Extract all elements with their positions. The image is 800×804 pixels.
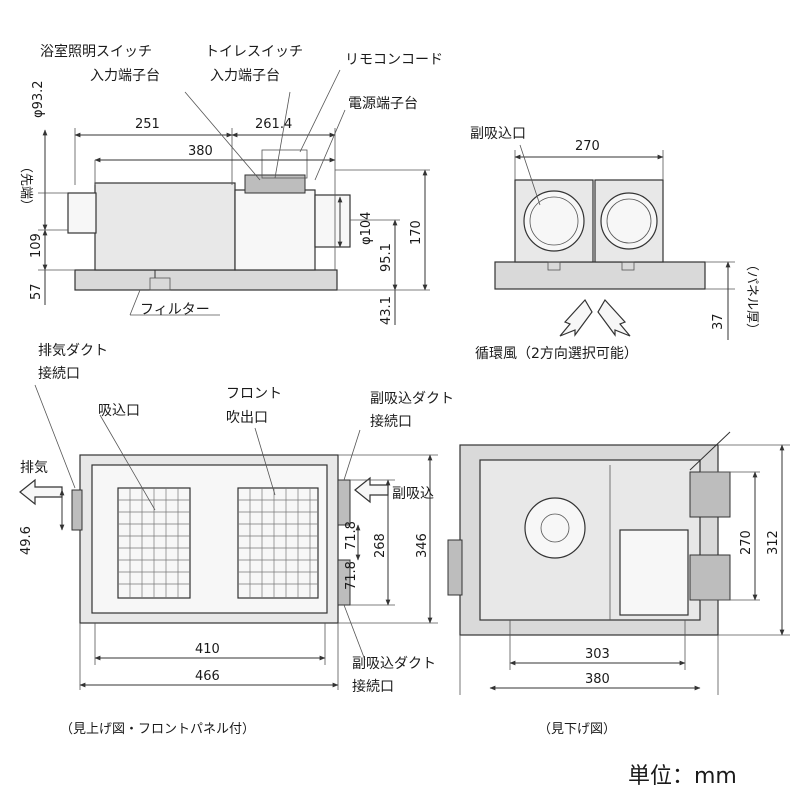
sub-intake-duct2-label-2: 接続口 [352,678,394,695]
dim-57: 57 [29,283,44,300]
exhaust-duct-label-2: 接続口 [38,365,80,382]
bath-switch-label-1: 浴室照明スイッチ [40,43,152,60]
circulation-right-arrow-icon [597,298,631,337]
dim-270-right: 270 [739,530,754,555]
dim-93-2: φ93.2 [31,80,46,118]
dim-170: 170 [409,220,424,245]
td-duct-lower [689,554,731,601]
power-terminal-label: 電源端子台 [348,96,418,112]
exhaust-label: 排気 [20,460,48,476]
dim-49-6: 49.6 [19,526,34,555]
bu-sub-port-upper [337,479,351,526]
remote-cord-label: リモコンコード [345,52,443,68]
dim-109: 109 [29,233,44,258]
dim-380-top: 380 [188,144,213,159]
side-terminal-cover [261,149,308,179]
front-view: 副吸込口 270 37 （パネル厚） 循環風（2方向選択可能） [470,126,759,362]
dim-410: 410 [195,642,220,657]
bu-exhaust-port [71,489,83,531]
dim-71-8-a: 71.8 [344,521,359,550]
toilet-switch-label-2: 入力端子台 [210,68,280,84]
dim-95-1: 95.1 [379,243,394,272]
side-panel [74,269,338,291]
bath-switch-label-2: 入力端子台 [90,68,160,84]
bu-intake-grille [117,487,191,599]
caption-top-down: （見下げ図） [538,722,616,737]
exhaust-duct-label-1: 排気ダクト [38,343,108,359]
td-motor-box [619,529,689,616]
filter-label: フィルター [140,302,210,318]
top-down-view: 270 312 303 380 （見下げ図） [447,431,790,737]
dim-71-8-b: 71.8 [344,561,359,590]
bottom-up-view: 排気ダクト 接続口 排気 吸込口 フロント 吹出口 副吸込ダクト 接続口 副吸込… [19,343,454,737]
dim-104: φ104 [359,212,374,245]
toilet-switch-label-1: トイレスイッチ [205,44,303,60]
sub-intake-label: 副吸込口 [470,126,526,142]
unit-label: 単位：mm [628,764,737,789]
dim-261-4: 261.4 [255,117,292,132]
sub-intake-arrow-icon [354,476,389,504]
circulation-left-arrow-icon [559,298,593,337]
dim-303: 303 [585,647,610,662]
td-fan [524,497,586,559]
dim-380-bottom: 380 [585,672,610,687]
front-right-port [600,192,658,250]
dim-270-top: 270 [575,139,600,154]
sub-intake-duct2-label-1: 副吸込ダクト [352,656,436,672]
intake-label: 吸込口 [98,403,140,419]
dim-43-1: 43.1 [379,296,394,325]
panel-thickness-label: （パネル厚） [744,258,759,336]
exhaust-arrow-icon [19,478,63,506]
dim-251: 251 [135,117,160,132]
front-panel [494,261,706,290]
sub-intake-duct-label-2: 接続口 [370,413,412,430]
circulation-label: 循環風（2方向選択可能） [475,346,638,362]
dim-268: 268 [373,533,388,558]
side-terminal-box [234,189,316,271]
sub-intake-short-label: 副吸込 [392,486,434,502]
caption-bottom-up: （見上げ図・フロントパネル付） [60,722,255,737]
dim-312: 312 [766,530,781,555]
side-view: 浴室照明スイッチ 入力端子台 トイレスイッチ 入力端子台 リモコンコード 電源端… [18,43,443,325]
sub-intake-duct-label-1: 副吸込ダクト [370,391,454,407]
dim-346: 346 [415,533,430,558]
tip-dia-label: （先端） [18,160,33,212]
dim-37: 37 [711,313,726,330]
bu-outlet-grille [237,487,319,599]
front-left-port [523,190,585,252]
front-outlet-label-1: フロント [226,386,282,402]
dim-466: 466 [195,669,220,684]
front-outlet-label-2: 吹出口 [226,410,268,426]
side-sub-duct [314,194,351,248]
side-exhaust-duct [67,192,97,234]
td-exhaust-stub [447,539,463,596]
side-housing [94,182,236,271]
td-duct-upper [689,471,731,518]
